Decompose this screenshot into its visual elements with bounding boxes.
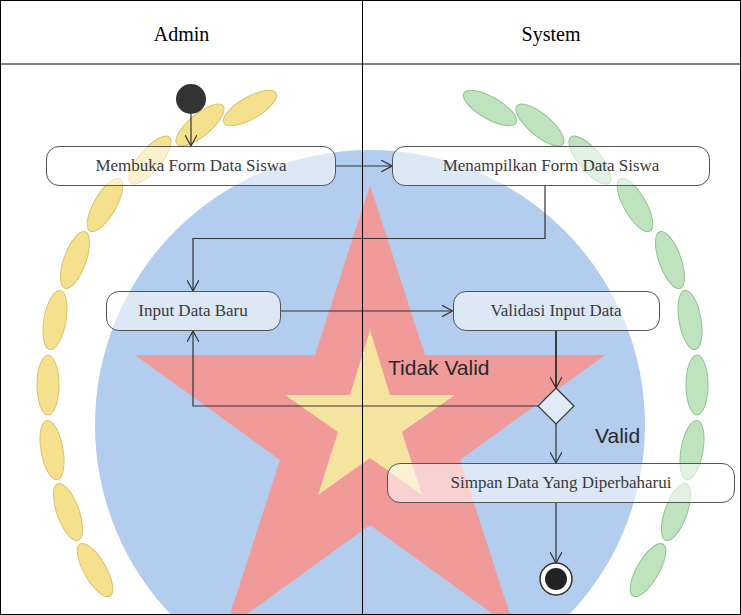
wreath-leaf xyxy=(54,228,95,292)
flow-connector xyxy=(281,310,453,311)
logo-star xyxy=(135,185,605,615)
wreath-leaf xyxy=(649,228,690,292)
wreath-leaf xyxy=(47,480,88,544)
action-label: Validasi Input Data xyxy=(490,292,621,329)
action-box: Simpan Data Yang Diperbaharui xyxy=(387,463,735,503)
flow-arrow xyxy=(555,503,556,563)
wreath-leaf xyxy=(623,539,672,602)
action-box: Menampilkan Form Data Siswa xyxy=(392,146,710,186)
wreath-leaf xyxy=(37,355,59,415)
flow-connector xyxy=(336,165,392,166)
start-node xyxy=(176,84,206,114)
lane-title: Admin xyxy=(1,23,362,46)
action-label: Menampilkan Form Data Siswa xyxy=(443,147,660,184)
action-box: Membuka Form Data Siswa xyxy=(46,146,336,186)
wreath-leaf xyxy=(459,83,522,132)
decision-diamond xyxy=(538,388,574,424)
wreath-leaf xyxy=(674,289,706,352)
lane-title: System xyxy=(362,23,740,46)
wreath-leaf xyxy=(39,289,71,352)
lane-header-divider xyxy=(0,64,741,65)
flow-connector xyxy=(193,186,545,291)
swimlane: SystemMenampilkan Form Data SiswaValidas… xyxy=(362,0,741,615)
action-label: Simpan Data Yang Diperbaharui xyxy=(451,464,672,501)
end-node-core xyxy=(545,568,567,590)
wreath-leaf xyxy=(510,97,570,152)
flow-arrow xyxy=(190,114,191,146)
guard-label: Tidak Valid xyxy=(388,356,490,380)
action-label: Membuka Form Data Siswa xyxy=(95,147,286,184)
logo-disc xyxy=(95,150,645,615)
flow-connector xyxy=(193,331,556,406)
end-node-ring xyxy=(540,563,572,595)
wreath-leaf xyxy=(219,83,282,132)
swimlane: AdminMembuka Form Data SiswaInput Data B… xyxy=(0,0,363,615)
wreath-leaf xyxy=(36,419,68,482)
action-box: Input Data Baru xyxy=(106,291,281,331)
action-label: Input Data Baru xyxy=(138,292,248,329)
wreath-leaf xyxy=(70,539,119,602)
wreath-leaf xyxy=(686,355,708,415)
guard-label: Valid xyxy=(595,424,640,448)
action-box: Validasi Input Data xyxy=(453,291,660,331)
